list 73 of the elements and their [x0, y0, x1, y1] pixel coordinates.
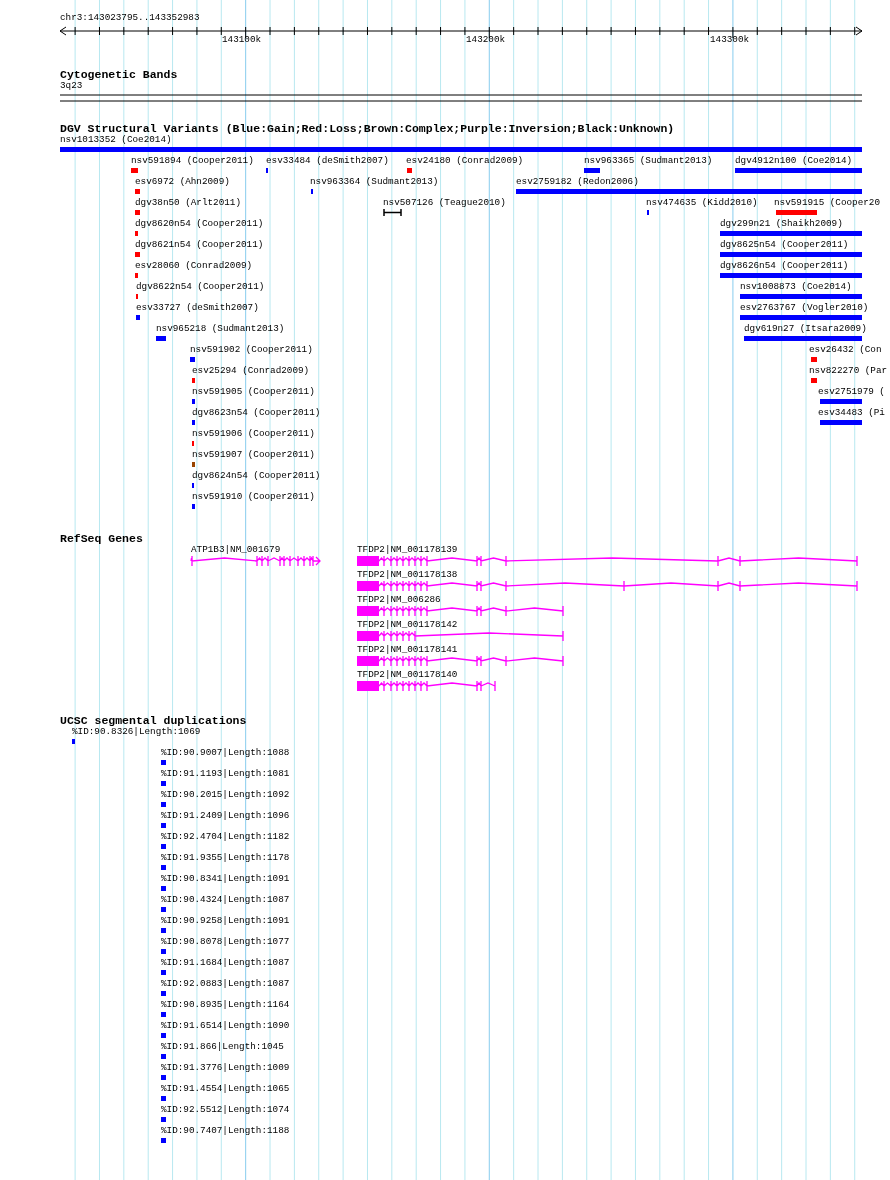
gene-label: TFDP2|NM_001178138 — [357, 569, 458, 581]
variant-label: esv33727 (deSmith2007) — [136, 302, 259, 314]
variant-label: nsv591910 (Cooper2011) — [192, 491, 315, 503]
variant-label: nsv1013352 (Coe2014) — [60, 134, 172, 146]
variant-label: nsv963365 (Sudmant2013) — [584, 155, 713, 167]
gene-label: ATP1B3|NM_001679 — [191, 544, 281, 556]
duplication-label: %ID:91.6514|Length:1090 — [161, 1020, 290, 1032]
duplication-label: %ID:90.9007|Length:1088 — [161, 747, 290, 759]
variant-label: dgv8626n54 (Cooper2011) — [720, 260, 849, 272]
duplication-label: %ID:91.9355|Length:1178 — [161, 852, 290, 864]
variant-label: nsv822270 (Par — [809, 365, 888, 377]
duplication-label: %ID:91.4554|Length:1065 — [161, 1083, 290, 1095]
duplication-label: %ID:90.8326|Length:1069 — [72, 726, 201, 738]
variant-label: dgv38n50 (Arlt2011) — [135, 197, 241, 209]
duplication-label: %ID:92.5512|Length:1074 — [161, 1104, 290, 1116]
variant-label: nsv507126 (Teague2010) — [383, 197, 506, 209]
variant-label: esv2751979 ( — [818, 386, 885, 398]
variant-label: nsv591906 (Cooper2011) — [192, 428, 315, 440]
gene-label: TFDP2|NM_001178140 — [357, 669, 458, 681]
variant-label: nsv474635 (Kidd2010) — [646, 197, 758, 209]
position-label: chr3:143023795..143352983 — [60, 12, 200, 24]
variant-label: dgv8624n54 (Cooper2011) — [192, 470, 321, 482]
variant-label: dgv8621n54 (Cooper2011) — [135, 239, 264, 251]
gene-label: TFDP2|NM_001178142 — [357, 619, 458, 631]
variant-label: nsv963364 (Sudmant2013) — [310, 176, 439, 188]
duplication-label: %ID:90.8935|Length:1164 — [161, 999, 290, 1011]
variant-label: dgv299n21 (Shaikh2009) — [720, 218, 843, 230]
band-label: 3q23 — [60, 80, 83, 92]
duplication-label: %ID:90.4324|Length:1087 — [161, 894, 290, 906]
variant-label: nsv591915 (Cooper20 — [774, 197, 880, 209]
tick-label: 143300k — [710, 34, 750, 46]
gene-label: TFDP2|NM_006286 — [357, 594, 441, 606]
variant-label: esv6972 (Ahn2009) — [135, 176, 230, 188]
variant-label: esv34483 (Pi — [818, 407, 885, 419]
duplication-label: %ID:91.1193|Length:1081 — [161, 768, 290, 780]
track-title: UCSC segmental duplications — [60, 714, 247, 727]
tick-label: 143200k — [466, 34, 506, 46]
duplication-label: %ID:90.8341|Length:1091 — [161, 873, 290, 885]
variant-label: dgv8622n54 (Cooper2011) — [136, 281, 265, 293]
duplication-label: %ID:92.4704|Length:1182 — [161, 831, 290, 843]
variant-label: nsv1008873 (Coe2014) — [740, 281, 852, 293]
variant-label: esv28060 (Conrad2009) — [135, 260, 253, 272]
variant-label: nsv591905 (Cooper2011) — [192, 386, 315, 398]
variant-label: esv26432 (Con — [809, 344, 882, 356]
variant-label: dgv8625n54 (Cooper2011) — [720, 239, 849, 251]
variant-label: dgv8623n54 (Cooper2011) — [192, 407, 321, 419]
variant-label: dgv4912n100 (Coe2014) — [735, 155, 853, 167]
variant-label: esv2759182 (Redon2006) — [516, 176, 639, 188]
variant-label: dgv8620n54 (Cooper2011) — [135, 218, 264, 230]
duplication-label: %ID:90.9258|Length:1091 — [161, 915, 290, 927]
variant-label: nsv591907 (Cooper2011) — [192, 449, 315, 461]
duplication-label: %ID:91.2409|Length:1096 — [161, 810, 290, 822]
gene-label: TFDP2|NM_001178139 — [357, 544, 458, 556]
variant-label: esv25294 (Conrad2009) — [192, 365, 310, 377]
variant-label: esv33484 (deSmith2007) — [266, 155, 389, 167]
variant-label: dgv619n27 (Itsara2009) — [744, 323, 867, 335]
variant-label: nsv591902 (Cooper2011) — [190, 344, 313, 356]
gene-label: TFDP2|NM_001178141 — [357, 644, 458, 656]
duplication-label: %ID:92.0883|Length:1087 — [161, 978, 290, 990]
track-title: DGV Structural Variants (Blue:Gain;Red:Loss;Brown:Complex;Purple:Inversion;Black:Unknown) — [60, 122, 675, 135]
duplication-label: %ID:91.866|Length:1045 — [161, 1041, 284, 1053]
duplication-label: %ID:90.8078|Length:1077 — [161, 936, 290, 948]
duplication-label: %ID:91.3776|Length:1009 — [161, 1062, 290, 1074]
tick-label: 143100k — [222, 34, 262, 46]
variant-label: nsv591894 (Cooper2011) — [131, 155, 254, 167]
duplication-label: %ID:90.7407|Length:1188 — [161, 1125, 290, 1137]
track-title: Cytogenetic Bands — [60, 68, 178, 81]
duplication-label: %ID:90.2015|Length:1092 — [161, 789, 290, 801]
duplication-label: %ID:91.1684|Length:1087 — [161, 957, 290, 969]
variant-label: esv2763767 (Vogler2010) — [740, 302, 869, 314]
variant-label: nsv965218 (Sudmant2013) — [156, 323, 285, 335]
variant-label: esv24180 (Conrad2009) — [406, 155, 524, 167]
track-title: RefSeq Genes — [60, 532, 143, 545]
